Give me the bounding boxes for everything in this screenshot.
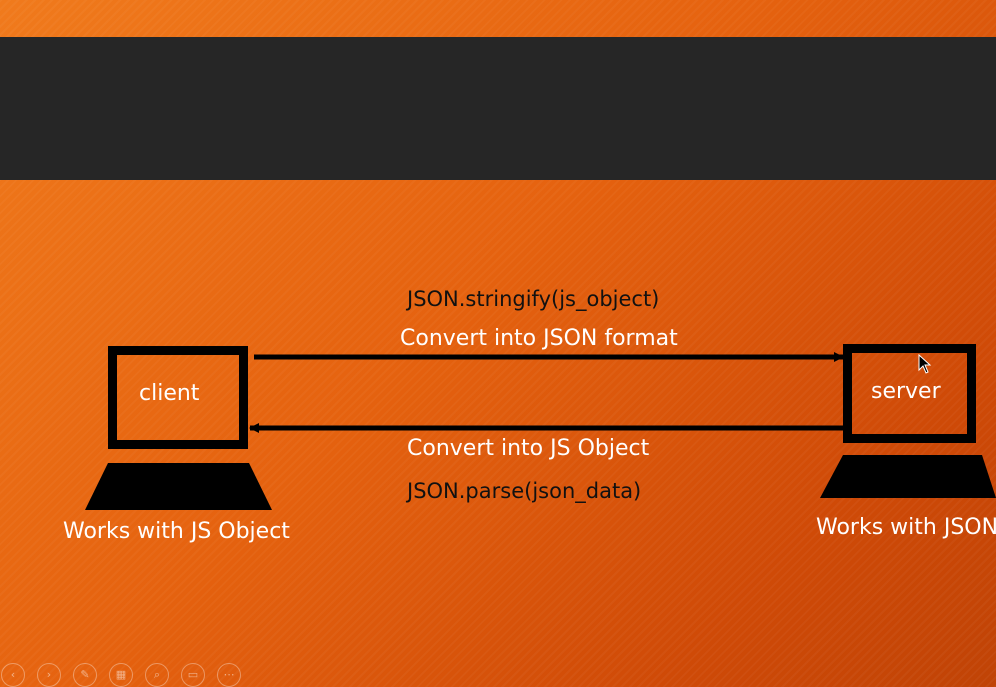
subtitles-icon[interactable]: ▭	[181, 663, 205, 687]
client-caption: Works with JS Object	[63, 519, 290, 544]
more-options-icon[interactable]: ⋯	[217, 663, 241, 687]
client-monitor	[108, 346, 248, 449]
server-keyboard	[820, 455, 996, 498]
see-all-slides-icon[interactable]: ▦	[109, 663, 133, 687]
client-keyboard	[85, 463, 272, 510]
pen-icon[interactable]: ✎	[73, 663, 97, 687]
server-caption: Works with JSON	[816, 515, 996, 540]
mouse-cursor-icon	[918, 354, 932, 374]
zoom-icon[interactable]: ⌕	[145, 663, 169, 687]
server-label: server	[871, 379, 941, 404]
stringify-label: JSON.stringify(js_object)	[407, 287, 660, 311]
server-monitor	[843, 344, 976, 443]
client-label: client	[139, 381, 200, 406]
convert-to-json-label: Convert into JSON format	[400, 326, 678, 351]
parse-label: JSON.parse(json_data)	[407, 479, 642, 503]
slide-title-band	[0, 37, 996, 180]
convert-to-js-object-label: Convert into JS Object	[407, 436, 650, 461]
previous-slide-icon[interactable]: ‹	[1, 663, 25, 687]
next-slide-icon[interactable]: ›	[37, 663, 61, 687]
